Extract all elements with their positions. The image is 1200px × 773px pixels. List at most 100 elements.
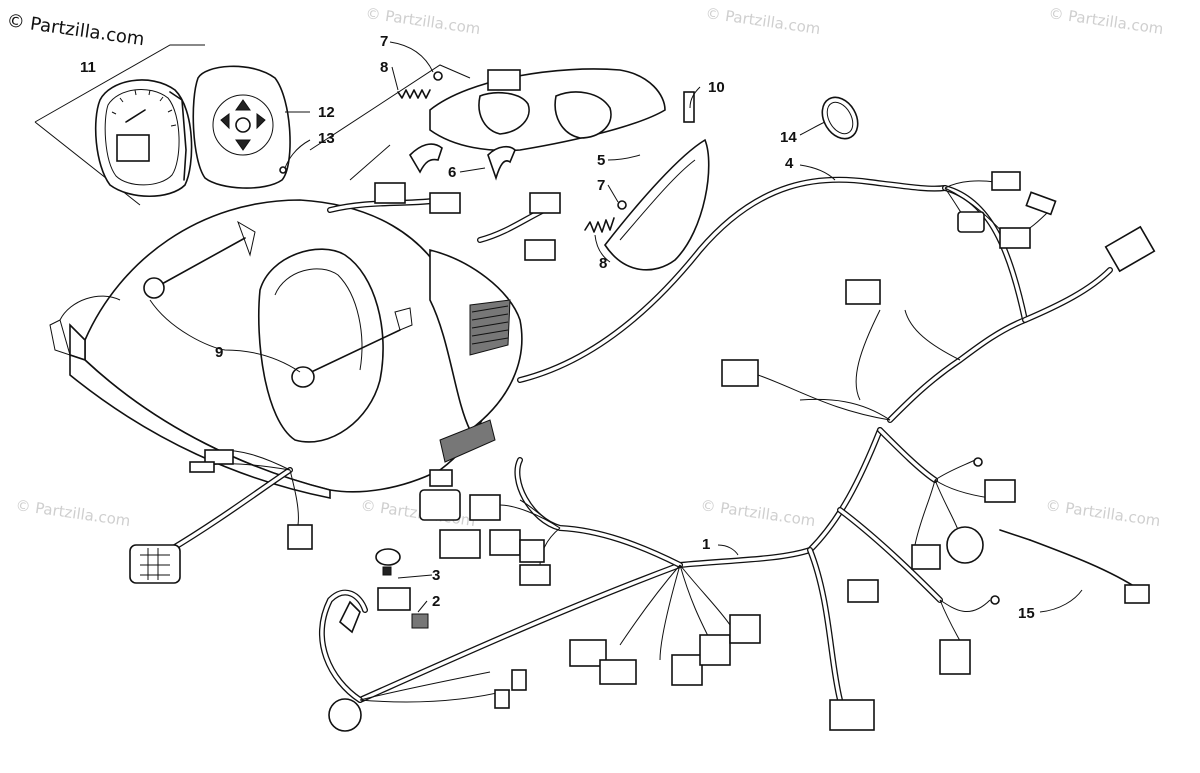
vent-slats: [471, 305, 509, 345]
fuse-2: [411, 613, 429, 629]
hood-vent-grille: [469, 299, 511, 356]
leader-10: [689, 86, 701, 109]
gauge-lcd-display: [116, 134, 150, 162]
callout-8-upper: 8: [380, 59, 388, 76]
back-cover-vent: [220, 113, 230, 130]
pod-tab: [683, 91, 695, 123]
screw-9-shaft-lower: [304, 329, 401, 376]
harness-4: [517, 171, 1156, 423]
callout-1: 1: [702, 536, 710, 553]
fuse-3-stem: [382, 566, 392, 576]
cap-3: [375, 548, 401, 566]
connector: [845, 279, 881, 305]
clip-ring: [821, 96, 859, 140]
connector: [599, 659, 637, 685]
callout-13: 13: [318, 130, 335, 147]
callout-10: 10: [708, 79, 725, 96]
connector: [429, 192, 461, 214]
leader-14: [799, 121, 826, 136]
harness-1-branch-right-inner: [838, 508, 942, 602]
headlight-bulb-right: [554, 91, 612, 139]
harness-4-wire: [799, 309, 961, 421]
hood-side-panel: [49, 295, 121, 356]
connector: [911, 544, 941, 570]
harness-4-branch-side: [1022, 267, 1113, 323]
leader-lines: [149, 41, 1083, 613]
screw-7-upper: [433, 71, 443, 81]
connector: [1025, 191, 1057, 216]
ring-terminal: [973, 457, 983, 467]
connector: [374, 182, 406, 204]
connector: [1104, 225, 1156, 273]
leader-2: [417, 600, 428, 613]
harness-1-branch-upper-inner: [878, 428, 937, 482]
harness-4-main-inner: [518, 177, 947, 382]
screw-7-lower: [617, 200, 627, 210]
fuse-and-cap: [375, 548, 429, 629]
sensor-15: [999, 529, 1150, 604]
connector: [511, 669, 527, 691]
back-cover-vent: [235, 99, 251, 111]
gauge-rim: [169, 91, 187, 181]
leader-8a: [391, 66, 399, 91]
gauge-back-cover: [192, 65, 291, 189]
back-cover-vent: [235, 139, 251, 151]
leader-15: [1039, 589, 1083, 613]
connector: [494, 689, 510, 709]
screw-9-knob-lower: [291, 366, 315, 388]
callout-11: 11: [80, 59, 96, 76]
harness-1-branch-key-inner: [320, 590, 367, 702]
connector: [489, 529, 521, 556]
connector: [984, 479, 1016, 503]
back-cover-vent: [256, 113, 266, 130]
pod-lower-inner: [619, 159, 696, 241]
leader-9: [149, 299, 301, 373]
hood-lip: [69, 323, 86, 362]
hood-fairing: [49, 199, 523, 499]
connector: [189, 461, 215, 473]
leader-6: [459, 167, 486, 173]
callout-6: 6: [448, 164, 456, 181]
connector-multipin: [129, 544, 181, 584]
connector-plug: [339, 600, 361, 634]
sensor-cable: [1029, 539, 1141, 591]
connector: [529, 192, 561, 214]
sensor-probe: [999, 529, 1031, 541]
headlight-pod: [408, 68, 710, 271]
spring-8-lower: [584, 217, 615, 233]
connector: [829, 699, 875, 731]
leader-13: [284, 139, 311, 169]
back-cover-center: [235, 117, 251, 133]
connector-elbow-left: [408, 143, 443, 174]
screws-9: [143, 237, 401, 388]
connector: [671, 654, 703, 686]
connector: [429, 469, 453, 487]
connector: [999, 227, 1031, 249]
hood-opening: [257, 248, 384, 443]
harness-1: [319, 427, 991, 703]
bulb-bracket: [487, 69, 521, 91]
hood-opening-inner: [274, 268, 363, 371]
connector: [699, 634, 731, 666]
connector-round: [946, 526, 984, 564]
connector: [729, 614, 761, 644]
connector: [957, 211, 985, 233]
harness-1-wires: [359, 564, 731, 703]
pod-upper-shell: [429, 68, 666, 152]
callout-8-lower: 8: [599, 255, 607, 272]
callout-3: 3: [432, 567, 440, 584]
mount-tab: [394, 307, 413, 331]
sensor-connector: [1124, 584, 1150, 604]
callout-15: 15: [1018, 605, 1035, 622]
back-cover-hub: [212, 94, 274, 156]
spring-and-screw-upper: [309, 64, 627, 233]
harness-4-branch-right-inner: [888, 186, 1027, 422]
connector: [439, 529, 481, 559]
clip-14: [821, 96, 859, 140]
connector: [287, 524, 313, 550]
speedometer-gauge: [34, 44, 205, 206]
leader-5: [607, 154, 641, 161]
gauge-needle: [125, 109, 146, 123]
callout-7-upper: 7: [380, 33, 388, 50]
